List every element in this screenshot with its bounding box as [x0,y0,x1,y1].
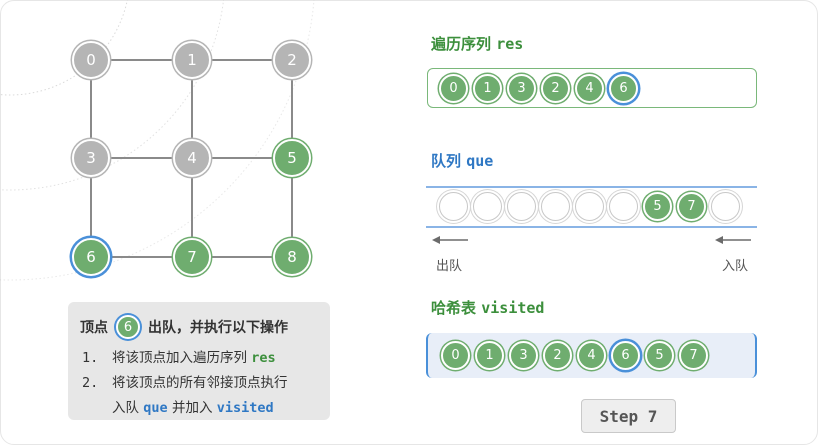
instruction-step-1: 1. 将该顶点加入遍历序列 res [82,346,276,366]
res-item-0: 0 [439,74,468,103]
visited-item-6: 6 [611,341,640,370]
step-1-code: res [251,350,276,366]
visited-item-5: 5 [645,341,674,370]
queue-bottom-line [426,226,757,228]
dequeue-arrow-icon [432,236,468,244]
step-2-add-text: 并加入 [171,400,213,416]
queue-item-empty-8 [711,192,740,221]
visited-item-2: 2 [543,341,572,370]
graph-node-6: 6 [72,238,110,276]
queue-top-line [426,186,757,188]
visited-item-4: 4 [577,341,606,370]
graph-node-3: 3 [72,139,110,177]
queue-item-7: 7 [677,192,706,221]
visited-item-7: 7 [679,341,708,370]
graph-node-5: 5 [273,139,311,177]
step-2-visited-code: visited [216,400,274,416]
queue-item-empty-2 [507,192,536,221]
graph-node-0: 0 [72,41,110,79]
queue-item-5: 5 [643,192,672,221]
res-item-6: 6 [609,74,638,103]
queue-item-empty-1 [473,192,502,221]
graph-node-7: 7 [173,238,211,276]
instruction-box: 顶点 6 出队，并执行以下操作 1. 将该顶点加入遍历序列 res 2. 将该顶点的… [68,302,330,420]
res-heading-text: 遍历序列 [431,35,492,53]
instruction-title-prefix: 顶点 [80,320,108,336]
instruction-title-suffix: 出队，并执行以下操作 [148,320,288,336]
visited-item-1: 1 [475,341,504,370]
queue-item-empty-3 [541,192,570,221]
instruction-step-2-cont: 入队 que 并加入 visited [112,396,274,416]
enqueue-label: 入队 [722,259,749,274]
visited-heading-text: 哈希表 [431,299,477,317]
step-2-que-code: que [143,400,168,416]
queue-item-empty-4 [575,192,604,221]
queue-item-empty-0 [439,192,468,221]
res-item-1: 1 [473,74,502,103]
res-heading-code: res [496,35,524,53]
step-1-text: 将该顶点加入遍历序列 [112,350,247,366]
current-vertex-badge: 6 [116,315,140,339]
step-button[interactable]: Step 7 [581,399,676,433]
distance-ring-1 [0,0,128,96]
graph-node-4: 4 [173,139,211,177]
visited-heading: 哈希表 visited [431,297,544,318]
step-1-number: 1. [82,350,99,366]
step-2-enqueue-text: 入队 [112,400,139,416]
step-2-text: 将该顶点的所有邻接顶点执行 [112,375,288,391]
instruction-step-2: 2. 将该顶点的所有邻接顶点执行 [82,371,288,391]
graph-node-1: 1 [173,41,211,79]
res-item-2: 2 [541,74,570,103]
queue-heading: 队列 que [431,150,493,171]
dequeue-label: 出队 [436,259,463,274]
instruction-title: 顶点 6 出队，并执行以下操作 [80,314,288,340]
graph-node-2: 2 [273,41,311,79]
step-2-number: 2. [82,375,99,391]
queue-heading-code: que [466,152,494,170]
enqueue-arrow-icon [715,236,751,244]
queue-item-empty-5 [609,192,638,221]
res-item-4: 4 [575,74,604,103]
visited-item-3: 3 [509,341,538,370]
visited-heading-code: visited [481,299,545,317]
queue-heading-text: 队列 [431,152,462,170]
graph-node-8: 8 [273,238,311,276]
res-heading: 遍历序列 res [431,33,523,54]
visited-item-0: 0 [441,341,470,370]
res-item-3: 3 [507,74,536,103]
